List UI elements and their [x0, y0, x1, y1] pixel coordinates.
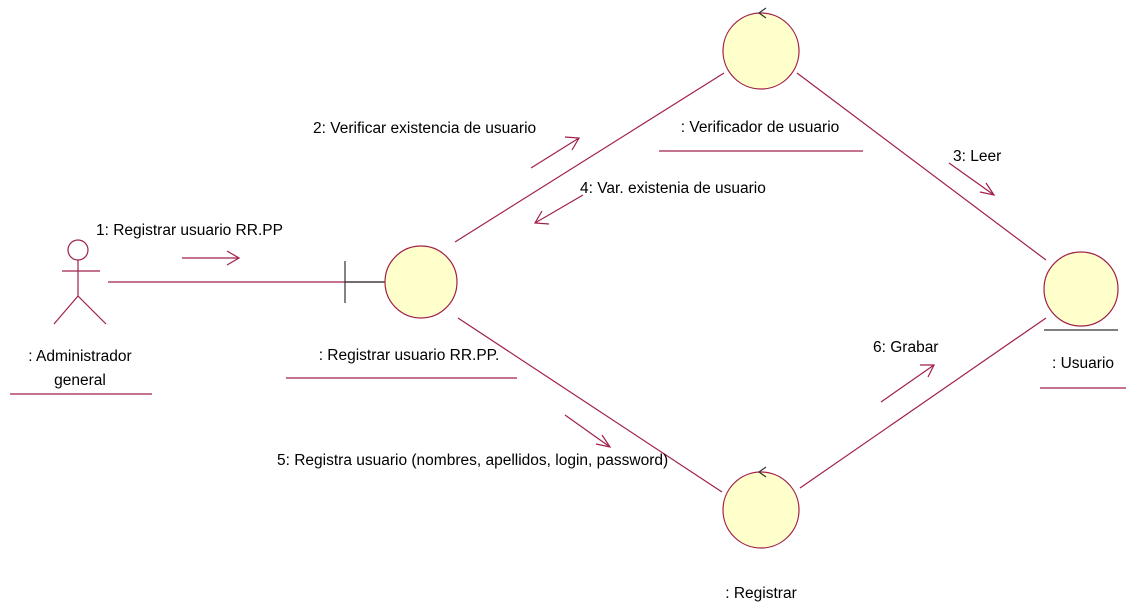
actor-right-leg — [77, 295, 107, 325]
message-arrow-5 — [564, 414, 612, 448]
verificador-label: : Verificador de usuario — [681, 119, 840, 136]
message-2-label: 2: Verificar existencia de usuario — [313, 120, 536, 137]
actor-label-line2: general — [54, 372, 106, 389]
link-boundary-verificador — [454, 72, 725, 243]
message-1-label: 1: Registrar usuario RR.PP — [96, 222, 283, 239]
actor-head — [67, 239, 89, 261]
registrar-label: : Registrar — [725, 585, 797, 602]
usuario-label: : Usuario — [1052, 355, 1114, 372]
usuario-circle — [1043, 251, 1119, 327]
entity-object-usuario — [1043, 251, 1119, 331]
registrar-control-arrow — [757, 466, 767, 478]
link-registrar-usuario — [799, 317, 1047, 489]
actor-administrador — [53, 239, 107, 325]
boundary-label: : Registrar usuario RR.PP. — [319, 347, 500, 364]
message-6-label: 6: Grabar — [873, 339, 938, 356]
message-arrow-6 — [880, 364, 935, 403]
verificador-circle — [722, 12, 800, 90]
message-5-label: 5: Registra usuario (nombres, apellidos,… — [277, 452, 668, 469]
actor-label-line1: : Administrador — [28, 348, 131, 365]
message-3-label: 3: Leer — [953, 148, 1001, 165]
link-verificador-usuario — [796, 72, 1047, 261]
verificador-control-arrow — [757, 7, 767, 19]
control-object-registrar — [722, 466, 800, 549]
link-boundary-registrar — [457, 317, 723, 493]
message-arrow-1 — [182, 250, 241, 266]
actor-left-leg — [53, 295, 79, 325]
message-arrow-3 — [948, 162, 996, 196]
control-object-verificador — [722, 7, 800, 90]
registrar-circle — [722, 471, 800, 549]
message-arrow-2 — [530, 136, 581, 169]
boundary-object — [344, 245, 458, 319]
message-4-label: 4: Var. existenia de usuario — [580, 180, 766, 197]
message-arrow-4 — [533, 194, 584, 225]
boundary-circle — [384, 245, 458, 319]
